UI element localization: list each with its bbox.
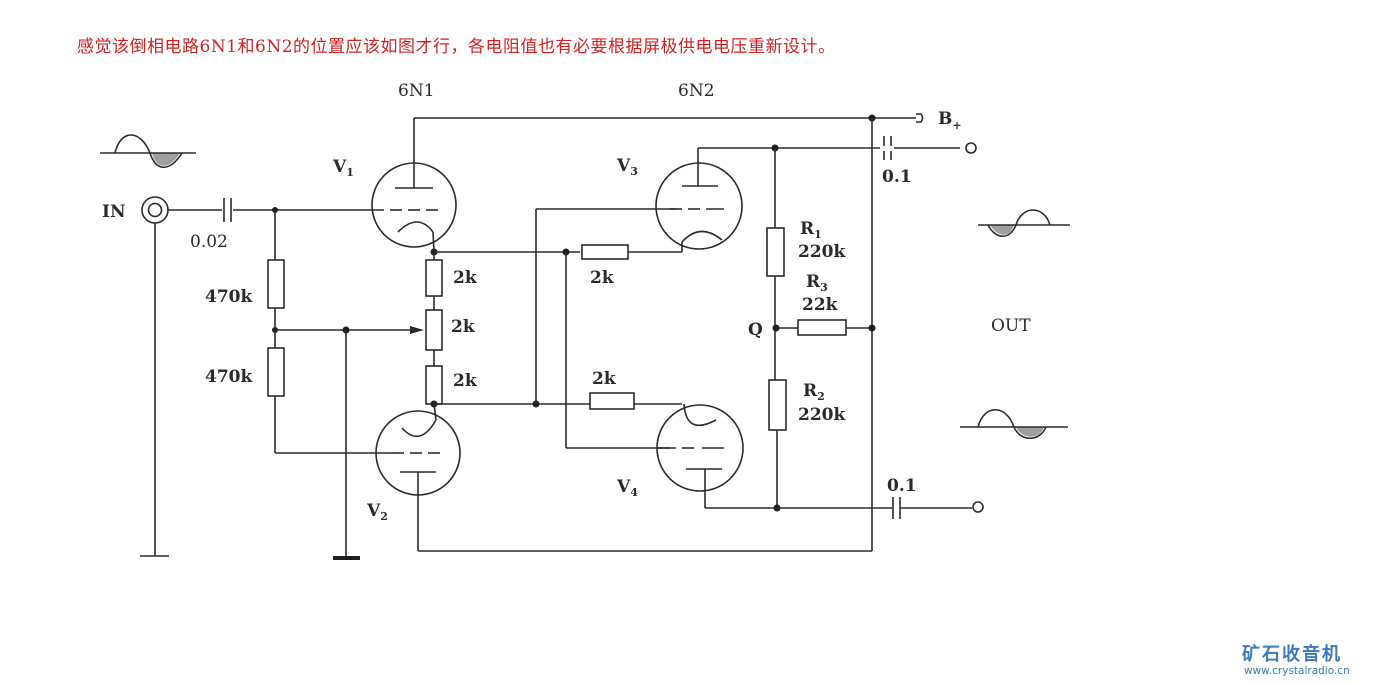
- tube-v3: [655, 148, 743, 252]
- resistor-2k-cathode-bottom-value: 2k: [453, 371, 478, 391]
- resistor-470k-bottom: [267, 347, 285, 397]
- tube-type-6n2: 6N2: [678, 81, 715, 101]
- tube-v1: [371, 118, 457, 253]
- resistor-r3: [797, 319, 847, 336]
- output-label: OUT: [991, 316, 1031, 336]
- tube-v4: [656, 403, 744, 508]
- tube-v3-label: V3: [616, 156, 638, 178]
- potentiometer-2k: [425, 309, 443, 351]
- resistor-r3-label: R3: [806, 272, 828, 294]
- watermark-title: 矿石收音机: [1242, 644, 1342, 665]
- resistor-2k-v3: [581, 244, 629, 260]
- watermark-url: www.crystalradio.cn: [1244, 665, 1350, 677]
- resistor-r1-label: R1: [800, 219, 822, 241]
- output-capacitor-bottom: [892, 497, 901, 519]
- b-plus-label: B+: [938, 109, 962, 132]
- resistor-r2-label: R2: [803, 381, 825, 403]
- resistor-2k-cathode-bottom: [425, 365, 443, 405]
- input-label: IN: [102, 202, 126, 222]
- b-plus-terminal-icon: [916, 113, 924, 123]
- input-waveform-icon: [100, 134, 196, 169]
- input-coupling-capacitor: [223, 198, 232, 222]
- output-cap-bottom-value: 0.1: [887, 476, 917, 496]
- input-cap-value: 0.02: [190, 232, 228, 252]
- output-waveform-top-icon: [978, 209, 1070, 238]
- resistor-r1: [766, 227, 785, 277]
- resistor-r3-value: 22k: [802, 295, 839, 315]
- resistor-470k-top: [267, 259, 285, 309]
- potentiometer-2k-value: 2k: [451, 317, 476, 337]
- resistor-2k-cathode-top-value: 2k: [453, 268, 478, 288]
- tube-type-6n1: 6N1: [398, 81, 435, 101]
- resistor-r1-value: 220k: [798, 242, 846, 262]
- output-terminal-top-icon[interactable]: [965, 142, 977, 154]
- note-caption: 感觉该倒相电路6N1和6N2的位置应该如图才行，各电阻值也有必要根据屏极供电电压…: [77, 37, 836, 57]
- output-terminal-bottom-icon[interactable]: [972, 501, 984, 513]
- tube-v2: [375, 403, 461, 551]
- resistor-r2-value: 220k: [798, 405, 846, 425]
- resistor-2k-v4: [589, 392, 635, 410]
- tube-v4-label: V4: [616, 477, 638, 499]
- resistor-2k-v4-value: 2k: [592, 369, 617, 389]
- resistor-470k-bottom-value: 470k: [205, 367, 253, 387]
- pot-wiper-arrow-icon: [410, 326, 424, 334]
- resistor-2k-cathode-top: [425, 259, 443, 297]
- input-jack-icon[interactable]: [141, 196, 169, 224]
- output-cap-top-value: 0.1: [882, 167, 912, 187]
- tube-v1-label: V1: [332, 157, 354, 179]
- resistor-2k-v3-value: 2k: [590, 268, 615, 288]
- resistor-r2: [768, 379, 787, 431]
- resistor-470k-top-value: 470k: [205, 287, 253, 307]
- output-waveform-bottom-icon: [960, 409, 1068, 440]
- node-q-label: Q: [748, 320, 763, 340]
- tube-v2-label: V2: [366, 501, 388, 523]
